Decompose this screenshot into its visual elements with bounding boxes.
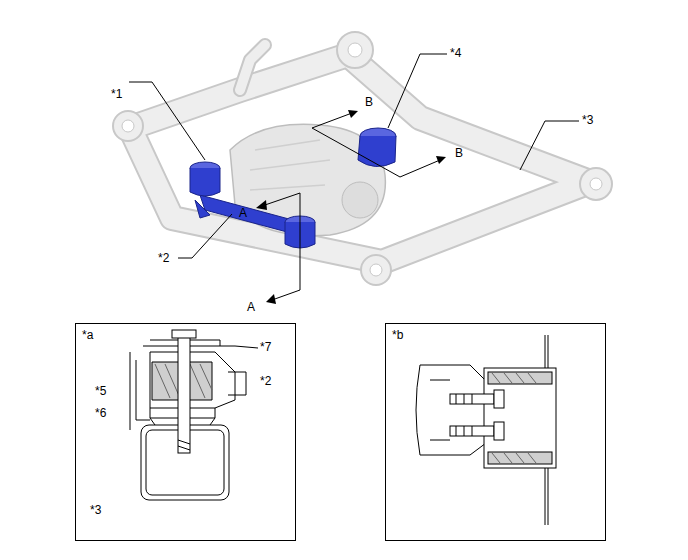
section-mark: A [238,206,248,220]
callout-number: *5 [94,384,107,398]
callout-number: *6 [94,406,107,420]
section-mark: A [246,300,256,314]
callout-number: *3 [89,503,102,517]
callout-number: *7 [259,340,272,354]
inset-letter: *b [386,324,403,342]
callout-number: *2 [157,251,170,265]
section-mark: B [364,95,374,109]
callout-number: *2 [259,374,272,388]
callout-number: *4 [449,46,462,60]
inset-box: *a [75,323,296,541]
inset-letter: *a [76,324,93,342]
section-mark: B [454,146,464,160]
callout-number: *3 [581,113,594,127]
callout-number: *1 [110,87,123,101]
inset-box: *b [385,323,606,541]
